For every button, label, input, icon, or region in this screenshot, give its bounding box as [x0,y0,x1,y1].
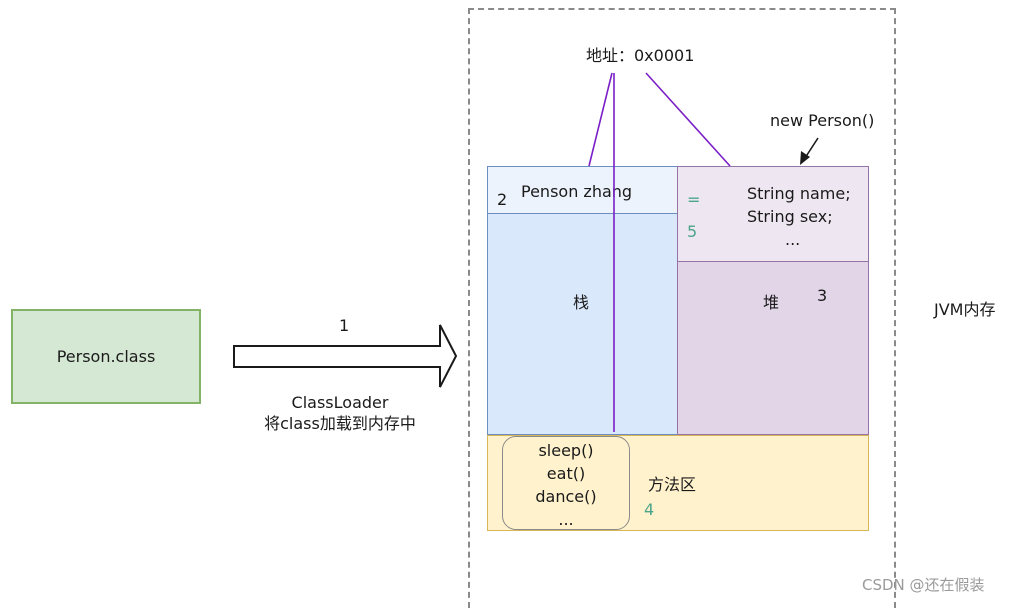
heap-region [677,261,869,435]
method-ellipsis: ... [558,510,574,529]
heap-field-ellipsis: ... [785,230,801,249]
classloader-description: 将class加载到内存中 [264,414,416,433]
classloader-label: ClassLoader [291,393,389,412]
load-arrow [233,324,458,388]
method-list-box [502,436,630,530]
stack-number: 2 [497,190,508,209]
heap-label: 堆 [763,293,780,312]
new-person-arrow-line [804,137,819,159]
jvm-memory-container [468,8,896,608]
address-line-to-stack [588,72,613,167]
person-class-box [11,309,201,404]
heap-field-name: String name; [747,184,851,203]
person-class-label: Person.class [56,347,156,366]
jvm-memory-label: JVM内存 [934,300,996,319]
stack-variable-text: Penson zhang [521,182,633,201]
address-line-to-heap [645,72,731,167]
method-sleep: sleep() [538,441,594,460]
watermark: CSDN @还在假装 [862,576,985,594]
method-area-label: 方法区 [648,475,697,494]
method-area-number: 4 [644,500,655,519]
step-number-1: 1 [339,316,350,335]
method-eat: eat() [546,464,586,483]
method-dance: dance() [535,487,597,506]
new-person-arrowhead [800,151,810,165]
heap-field-sex: String sex; [747,207,833,226]
heap-number: 3 [817,286,828,305]
heap-object-cell [677,166,869,262]
address-label: 地址：0x0001 [586,46,695,65]
stack-variable-cell [487,166,678,214]
heap-equal-sign: = [687,190,701,209]
new-person-label: new Person() [770,111,875,130]
heap-number-5: 5 [687,222,698,241]
stack-label: 栈 [573,293,590,312]
